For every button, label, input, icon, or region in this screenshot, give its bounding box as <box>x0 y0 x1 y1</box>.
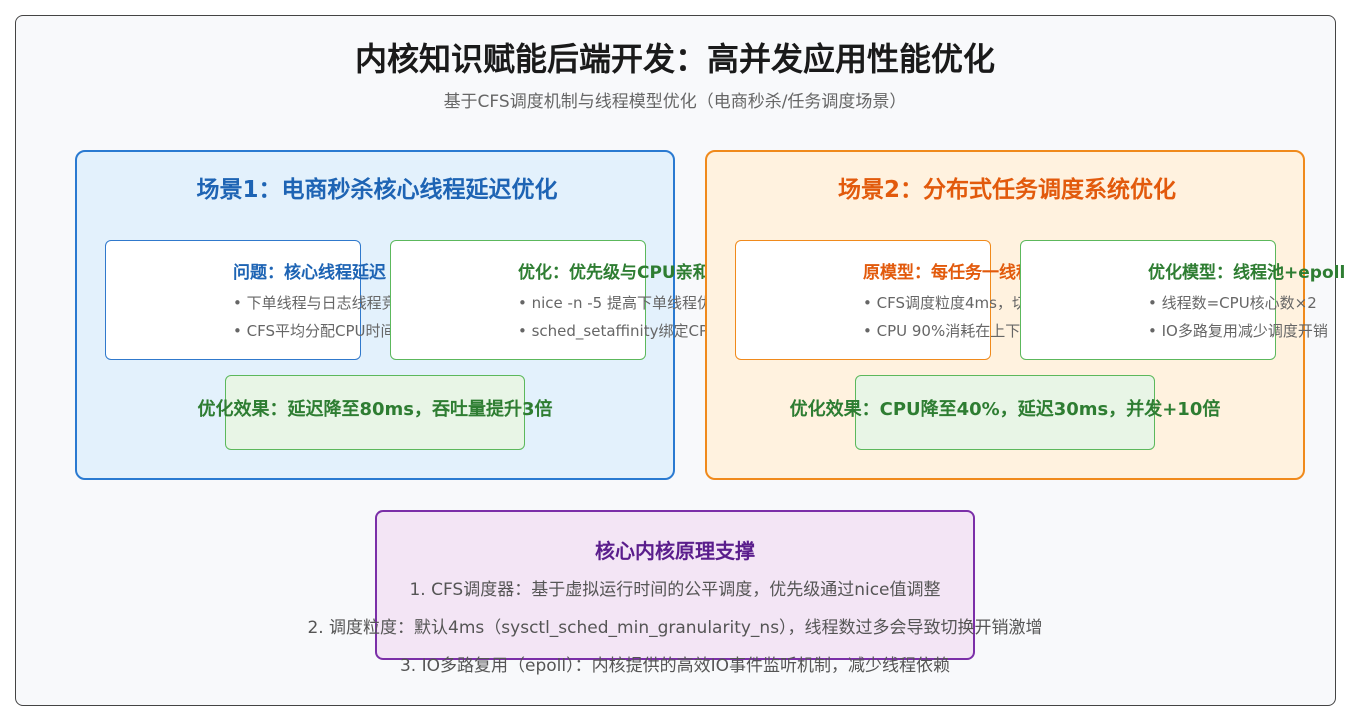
scenario-1-title: 场景1：电商秒杀核心线程延迟优化 <box>196 177 558 203</box>
scenario-1-problem-line-1: • 下单线程与日志线程竞争CPU <box>233 294 390 312</box>
scenario-1-problem-content: 问题：核心线程延迟 • 下单线程与日志线程竞争CPU • CFS平均分配CPU时… <box>105 240 390 360</box>
scenario-2-title: 场景2：分布式任务调度系统优化 <box>837 177 1176 203</box>
scenario-2-effect-text: 优化效果：CPU降至40%，延迟30ms，并发+10倍 <box>789 399 1221 420</box>
scenario-1-problem-title: 问题：核心线程延迟 <box>233 263 386 283</box>
core-principle-2: 2. 调度粒度：默认4ms（sysctl_sched_min_granulari… <box>307 618 1043 638</box>
core-principles-title: 核心内核原理支撑 <box>595 539 755 563</box>
scenario-1-optimize-line-2: • sched_setaffinity绑定CPU核心 <box>518 322 707 340</box>
scenario-1-optimize-line-1: • nice -n -5 提高下单线程优先级 <box>518 294 707 312</box>
scenario-2-optimized-line-1: • 线程数=CPU核心数×2 <box>1148 294 1317 312</box>
scenario-2-optimized-content: 优化模型：线程池+epoll • 线程数=CPU核心数×2 • IO多路复用减少… <box>1020 240 1350 360</box>
page-title: 内核知识赋能后端开发：高并发应用性能优化 <box>354 40 995 78</box>
scenario-1-optimize-card <box>390 240 646 360</box>
scenario-2-original-content: 原模型：每任务一线程 • CFS调度粒度4ms，切换频繁 • CPU 90%消耗… <box>735 240 1020 360</box>
scenario-2-original-line-2: • CPU 90%消耗在上下文切换 <box>863 322 1020 340</box>
scenario-1-effect-text: 优化效果：延迟降至80ms，吞吐量提升3倍 <box>197 399 553 420</box>
scenario-1-optimize-content: 优化：优先级与CPU亲和性 • nice -n -5 提高下单线程优先级 • s… <box>390 240 707 360</box>
core-principle-3: 3. IO多路复用（epoll）：内核提供的高效IO事件监听机制，减少线程依赖 <box>399 656 950 676</box>
scenario-2-optimized-line-2: • IO多路复用减少调度开销 <box>1148 322 1328 340</box>
scenario-2-original-card <box>735 240 991 360</box>
core-principles-box <box>375 510 975 660</box>
scenario-2-original-line-1: • CFS调度粒度4ms，切换频繁 <box>863 294 1020 312</box>
scenario-1-problem-line-2: • CFS平均分配CPU时间片 <box>233 322 390 340</box>
page-subtitle: 基于CFS调度机制与线程模型优化（电商秒杀/任务调度场景） <box>443 92 907 112</box>
scenario-2-optimized-card <box>1020 240 1276 360</box>
scenario-2-original-title: 原模型：每任务一线程 <box>863 263 1020 283</box>
scenario-1-problem-card <box>105 240 361 360</box>
scenario-1-effect-box <box>225 375 525 450</box>
core-principle-1: 1. CFS调度器：基于虚拟运行时间的公平调度，优先级通过nice值调整 <box>409 580 941 600</box>
scenario-2-effect-box <box>855 375 1155 450</box>
scenario-2-optimized-title: 优化模型：线程池+epoll <box>1148 263 1346 283</box>
scenario-1-optimize-title: 优化：优先级与CPU亲和性 <box>518 263 707 283</box>
